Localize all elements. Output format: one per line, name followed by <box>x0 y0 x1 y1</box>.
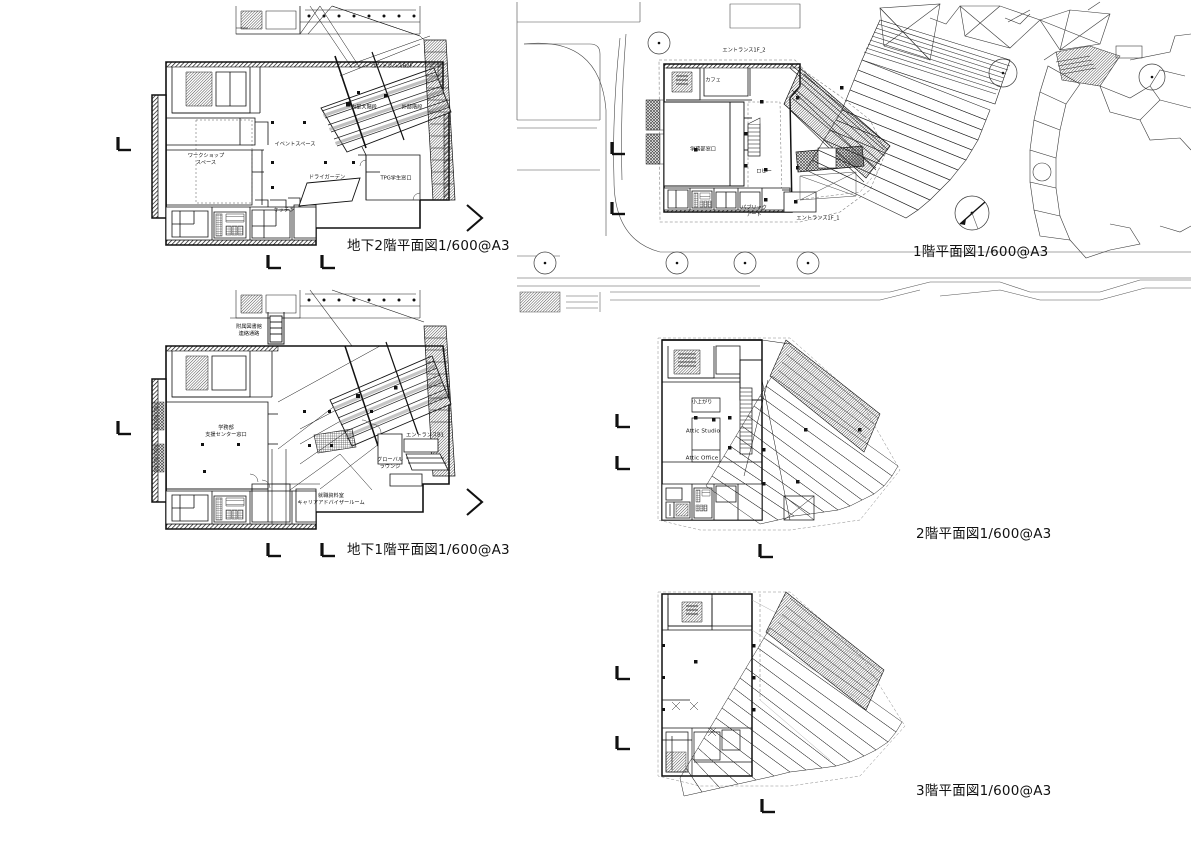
label-public-art: パブリック アート <box>741 205 767 218</box>
label-workshop-space: ワークショップ スペース <box>187 153 225 166</box>
plan-1f-and-site-geometry <box>516 1 1191 313</box>
label-kitchen: キッチン <box>273 207 295 214</box>
label-exterior-stair: 外部階段 <box>401 104 423 111</box>
label-career-advisor-room: 就職資料室 キャリアアドバイザールーム <box>297 493 365 506</box>
caption-b1f: 地下1階平面図1/600@A3 <box>347 542 510 558</box>
plan-b1f-geometry <box>151 289 484 530</box>
label-library-corridor: 附属図書館 連絡通路 <box>236 324 262 337</box>
label-global-lounge: グローバル ラウンジ <box>377 457 403 470</box>
label-entrance-1f-2: エントランス1F_2 <box>722 47 766 54</box>
plan-b2f-geometry <box>151 5 484 246</box>
label-dry-garden: ドライガーデン <box>308 174 346 181</box>
plan-2f-geometry <box>657 337 901 531</box>
label-attic-office: Attic Office <box>685 455 719 462</box>
label-cafe: カフェ <box>705 77 721 84</box>
caption-3f: 3階平面図1/600@A3 <box>916 783 1052 799</box>
building-1f <box>645 59 891 223</box>
label-entrance-b2f: エントランスB2F <box>371 63 413 70</box>
caption-2f: 2階平面図1/600@A3 <box>916 526 1052 542</box>
label-academic-counter: 学務部窓口 <box>690 146 716 153</box>
label-entrance-1f-1: エントランス1F_1 <box>796 215 840 222</box>
label-entrance-b1: エントランスB1 <box>406 432 444 439</box>
label-tpg-student-counter: TPG学生窓口 <box>380 175 412 182</box>
caption-b2f: 地下2階平面図1/600@A3 <box>347 238 510 254</box>
label-academic-support-counter: 学務部 支援センター窓口 <box>205 425 247 438</box>
label-tatami-platform: 小上がり <box>691 399 713 406</box>
label-interior-grand-stair: 内部大階段 <box>351 104 377 111</box>
plan-3f-geometry <box>657 591 906 797</box>
caption-1f: 1階平面図1/600@A3 <box>913 244 1049 260</box>
label-event-space: イベントスペース <box>274 141 316 148</box>
label-lobby: ロビー <box>756 168 772 175</box>
label-attic-studio: Attic Studio <box>685 428 721 435</box>
